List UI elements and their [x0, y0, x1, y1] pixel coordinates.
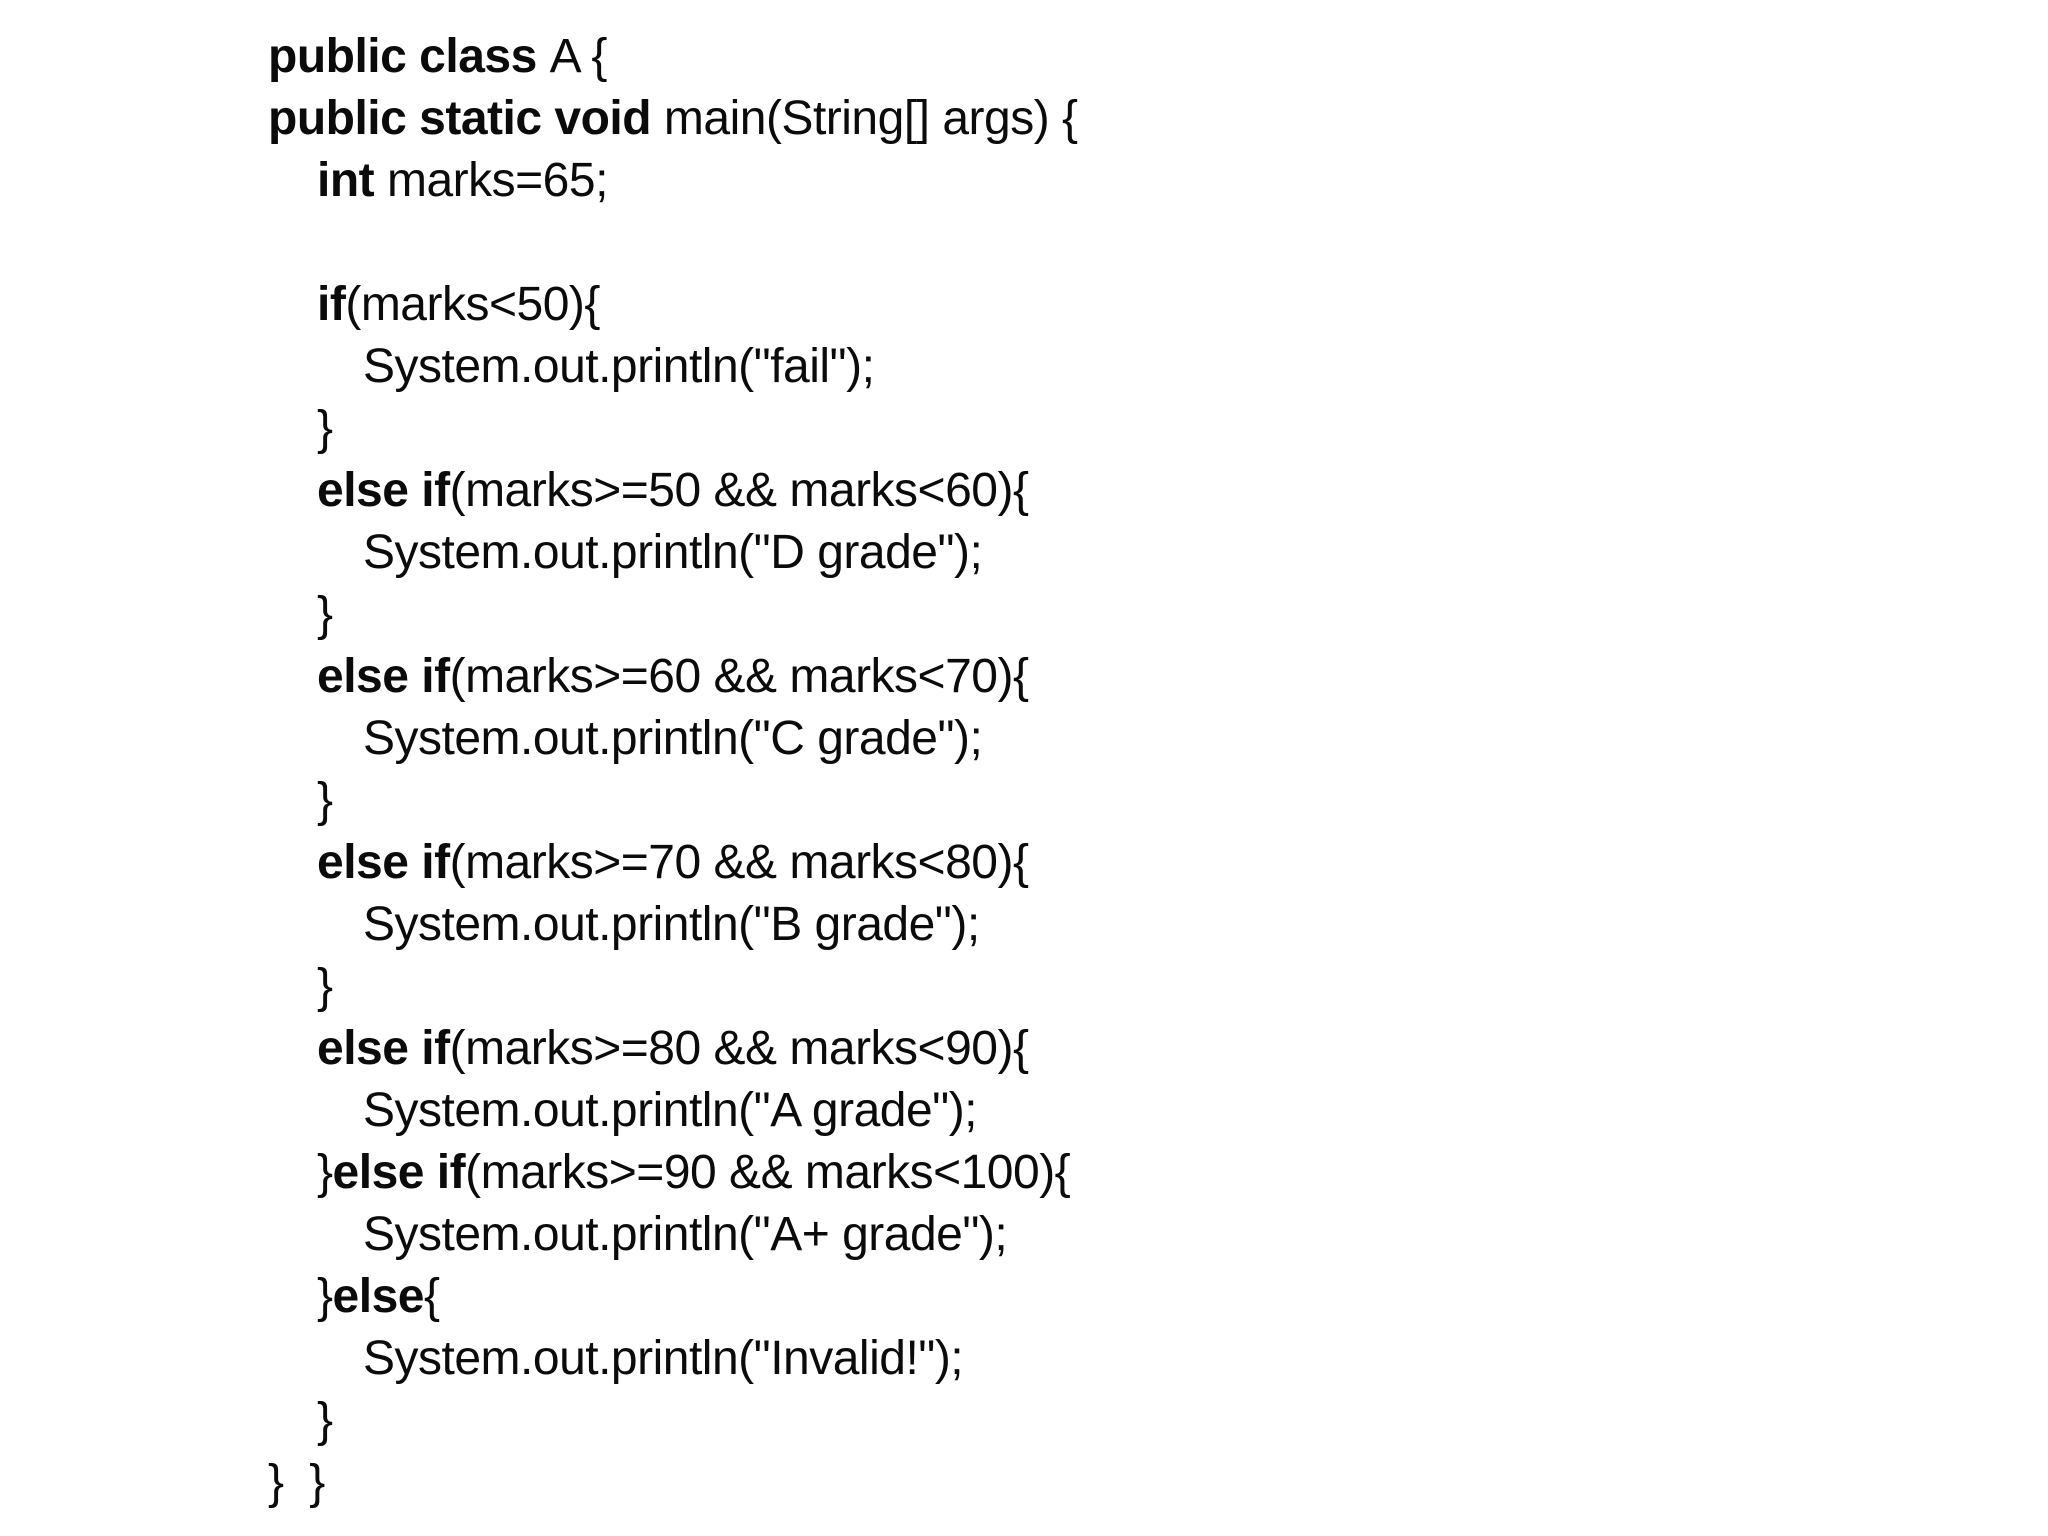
keyword-token: else if	[317, 836, 450, 889]
code-text: }	[317, 960, 333, 1013]
code-text: A {	[549, 30, 608, 83]
code-line: public class A {	[268, 26, 2048, 88]
code-line: } }	[268, 1452, 2048, 1514]
keyword-token: else if	[317, 464, 450, 517]
code-text: (marks>=80 && marks<90){	[449, 1022, 1029, 1075]
code-text: (marks>=60 && marks<70){	[449, 650, 1029, 703]
code-text: (marks>=50 && marks<60){	[449, 464, 1029, 517]
code-text: }	[317, 1146, 333, 1199]
code-text: }	[317, 1270, 333, 1323]
code-blank-line	[268, 212, 2048, 274]
keyword-token: int	[317, 154, 387, 207]
code-text: System.out.println("fail");	[363, 340, 875, 393]
code-text: }	[317, 1394, 333, 1447]
code-text: }	[317, 588, 333, 641]
code-line: else if(marks>=60 && marks<70){	[268, 646, 2048, 708]
keyword-token: else if	[317, 650, 450, 703]
code-line: System.out.println("D grade");	[268, 522, 2048, 584]
code-text: }	[317, 402, 333, 455]
code-text: System.out.println("C grade");	[363, 712, 983, 765]
code-line: public static void main(String[] args) {	[268, 88, 2048, 150]
code-line: System.out.println("A+ grade");	[268, 1204, 2048, 1266]
code-line: else if(marks>=50 && marks<60){	[268, 460, 2048, 522]
keyword-token: if	[317, 278, 346, 331]
keyword-token: else if	[332, 1146, 466, 1199]
keyword-token: public static void	[268, 92, 664, 145]
code-line: }	[268, 584, 2048, 646]
code-text: System.out.println("A+ grade");	[363, 1208, 1008, 1261]
code-text: (marks<50){	[345, 278, 600, 331]
code-text: {	[423, 1270, 440, 1323]
code-text: (marks>=70 && marks<80){	[449, 836, 1029, 889]
code-line: System.out.println("B grade");	[268, 894, 2048, 956]
keyword-token: public class	[268, 30, 550, 83]
keyword-token: else if	[317, 1022, 450, 1075]
code-line: System.out.println("A grade");	[268, 1080, 2048, 1142]
code-line: System.out.println("fail");	[268, 336, 2048, 398]
code-line: if(marks<50){	[268, 274, 2048, 336]
code-line: }	[268, 1390, 2048, 1452]
code-text: main(String[] args) {	[663, 92, 1078, 145]
code-line: }	[268, 770, 2048, 832]
code-text: }	[317, 774, 333, 827]
code-text: marks=65;	[386, 154, 608, 207]
code-line: }else if(marks>=90 && marks<100){	[268, 1142, 2048, 1204]
keyword-token: else	[332, 1270, 425, 1323]
code-text: } }	[268, 1456, 325, 1509]
code-line: else if(marks>=80 && marks<90){	[268, 1018, 2048, 1080]
code-line: int marks=65;	[268, 150, 2048, 212]
code-line: }	[268, 956, 2048, 1018]
code-text: (marks>=90 && marks<100){	[465, 1146, 1071, 1199]
code-line: }	[268, 398, 2048, 460]
code-line: System.out.println("Invalid!");	[268, 1328, 2048, 1390]
code-line: }else{	[268, 1266, 2048, 1328]
code-line: System.out.println("C grade");	[268, 708, 2048, 770]
code-line: else if(marks>=70 && marks<80){	[268, 832, 2048, 894]
code-text: System.out.println("B grade");	[363, 898, 980, 951]
code-text: System.out.println("A grade");	[363, 1084, 978, 1137]
code-text: System.out.println("D grade");	[363, 526, 983, 579]
code-text: System.out.println("Invalid!");	[363, 1332, 964, 1385]
